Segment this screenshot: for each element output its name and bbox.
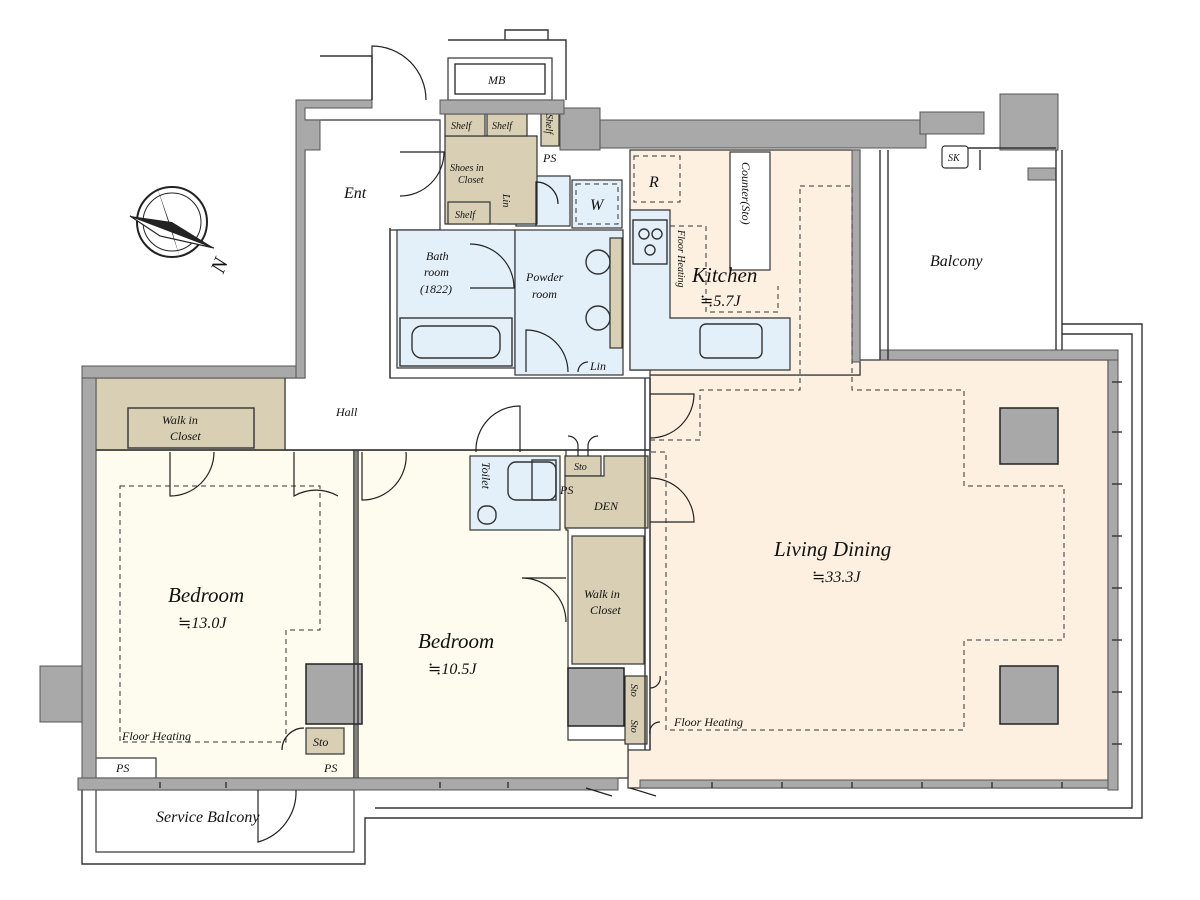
label-washer: W	[590, 197, 605, 214]
label-floor-heating-living: Floor Heating	[673, 715, 743, 729]
label-lin-2: Lin	[589, 359, 606, 373]
floor-heating-living-zone	[649, 185, 1065, 731]
label-kitchen-size: ≒5.7J	[700, 293, 741, 310]
label-fridge: R	[648, 174, 659, 191]
label-bedroom-2-size: ≒10.5J	[428, 661, 477, 678]
label-bath-2: room	[424, 265, 449, 279]
label-wic2-1: Walk in	[584, 587, 620, 601]
label-sto-4: Sto	[313, 735, 328, 749]
label-shoes-closet-1: Shoes in	[450, 163, 484, 174]
label-lin-1: Lin	[500, 193, 511, 207]
label-wic2-2: Closet	[590, 603, 621, 617]
label-floor-heating-bed: Floor Heating	[121, 729, 191, 743]
label-ps-3: PS	[115, 761, 129, 775]
label-shelf-1: Shelf	[451, 121, 472, 132]
label-hall: Hall	[335, 405, 358, 419]
bath-room	[396, 229, 516, 369]
label-sk: SK	[948, 153, 961, 164]
label-toilet: Toilet	[479, 462, 493, 490]
label-wic1-1: Walk in	[162, 413, 198, 427]
label-bath-3: (1822)	[420, 282, 452, 296]
floor-heating-bedroom-zone	[119, 485, 321, 743]
label-sto-1: Sto	[574, 462, 587, 473]
walls	[39, 93, 1119, 791]
label-ps-1: PS	[542, 151, 556, 165]
label-bedroom-1-size: ≒13.0J	[178, 615, 227, 632]
label-bath-1: Bath	[426, 249, 449, 263]
label-mb: MB	[487, 73, 506, 87]
pillar-wic	[567, 667, 625, 727]
compass-rose: N	[129, 184, 233, 278]
label-ps-2: PS	[559, 483, 573, 497]
kitchen-counter	[629, 209, 791, 371]
powder-room	[514, 229, 624, 376]
doors	[169, 45, 695, 843]
living-windows	[159, 381, 1122, 788]
label-ent: Ent	[343, 185, 367, 202]
meter-box	[447, 57, 553, 101]
walk-in-closet-2	[571, 535, 645, 665]
label-shelf-3: Shelf	[543, 114, 554, 135]
washer-space	[571, 179, 623, 229]
label-shelf-2: Shelf	[492, 121, 513, 132]
pillar-living-bottom	[999, 665, 1059, 725]
label-shelf-4: Shelf	[455, 210, 476, 221]
label-shoes-closet-2: Closet	[458, 175, 484, 186]
label-sto-3: Sto	[628, 720, 639, 733]
label-floor-heating-kitchen: Floor Heating	[675, 229, 686, 288]
den-room	[564, 455, 649, 529]
label-wic1-2: Closet	[170, 429, 201, 443]
label-counter: Counter(Sto)	[739, 162, 753, 225]
compass-north-label: N	[205, 254, 233, 278]
label-living-size: ≒33.3J	[812, 569, 861, 586]
label-den: DEN	[593, 499, 619, 513]
counter-storage	[729, 151, 771, 271]
label-ps-4: PS	[323, 761, 337, 775]
label-kitchen: Kitchen	[691, 263, 757, 287]
fridge-space	[633, 155, 681, 203]
pillar-bedroom	[305, 663, 363, 725]
label-bedroom-2: Bedroom	[418, 629, 494, 653]
label-sto-2: Sto	[628, 684, 639, 697]
balcony-railing	[81, 323, 1143, 865]
pillar-living-top	[999, 407, 1059, 465]
label-powder-2: room	[532, 287, 557, 301]
label-bedroom-1: Bedroom	[168, 583, 244, 607]
toilet-room	[469, 455, 561, 531]
label-service-balcony: Service Balcony	[156, 809, 260, 826]
slop-sink	[941, 145, 969, 169]
label-powder-1: Powder	[525, 270, 564, 284]
label-living: Living Dining	[773, 537, 891, 561]
label-balcony: Balcony	[930, 253, 983, 270]
